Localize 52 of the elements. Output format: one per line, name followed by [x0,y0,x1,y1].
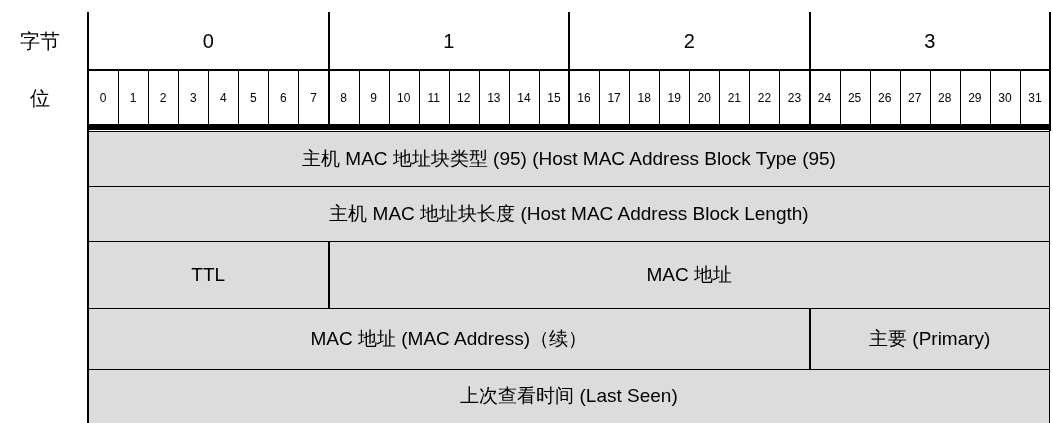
field-label: MAC 地址 (MAC Address)（续） [310,326,588,351]
bit-number: 31 [1028,89,1042,107]
field-label: 主机 MAC 地址块类型 (95) (Host MAC Address Block Type (95) [302,146,836,171]
bit-number: 21 [727,89,741,107]
byte-number: 1 [443,29,455,54]
bit-number: 14 [517,89,531,107]
bit-number: 15 [547,89,561,107]
bit-number: 9 [370,89,377,107]
bit-number: 6 [280,89,287,107]
bit-number: 25 [847,89,862,107]
field-box [88,131,1050,187]
bit-number: 20 [697,89,711,107]
bit-number: 30 [998,89,1012,107]
row-label: 字节 [20,29,60,54]
bit-number: 29 [968,89,982,107]
bit-number: 1 [129,89,137,107]
field-box [88,308,810,370]
bit-number: 16 [577,89,591,107]
bit-number: 19 [667,89,681,107]
bit-number: 2 [159,89,167,107]
field-box [88,186,1050,242]
field-label: TTL [191,262,226,287]
row-label: 位 [30,85,50,111]
field-box [809,308,1050,370]
bit-number: 12 [457,89,471,107]
bit-number: 3 [189,89,197,107]
field-label: 上次查看时间 (Last Seen) [460,384,678,409]
bit-number: 26 [877,89,892,107]
field-box [328,241,1050,309]
bit-number: 17 [607,89,621,107]
bit-number: 0 [99,89,107,107]
byte-number: 3 [924,29,936,54]
bit-number: 23 [787,89,802,107]
bit-number: 5 [250,89,257,107]
bit-number: 4 [219,89,227,107]
bit-number: 22 [757,89,772,107]
field-label: 主机 MAC 地址块长度 (Host MAC Address Block Length) [329,201,809,226]
bit-number: 24 [817,89,832,107]
bit-number: 18 [637,89,651,107]
bit-number: 10 [396,89,411,107]
field-box [88,241,329,309]
bit-number: 8 [340,89,347,107]
bit-number: 27 [908,89,922,107]
bit-number: 13 [487,89,501,107]
field-label: MAC 地址 [646,262,732,287]
field-label: 主要 (Primary) [869,326,991,351]
bit-number: 7 [310,89,317,107]
bit-number: 11 [427,89,440,107]
bit-number: 28 [938,89,952,107]
byte-number: 0 [202,29,214,54]
field-box [88,369,1050,423]
byte-number: 2 [683,29,695,54]
